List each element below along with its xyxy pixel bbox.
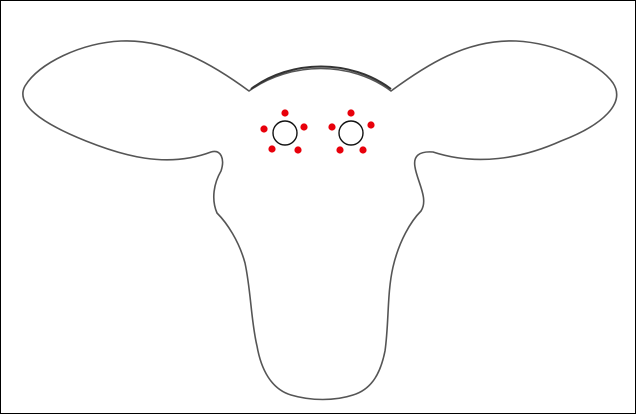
right-eye-marker-bottom-left <box>336 146 343 153</box>
right-eye-marker-bottom-right <box>359 146 366 153</box>
left-eye-marker-bottom-left <box>268 145 275 152</box>
left-eye-marker-right <box>300 123 307 130</box>
right-eye-marker-top <box>347 109 354 116</box>
left-eye <box>260 109 307 153</box>
cow-head-outline <box>23 41 617 400</box>
right-eye-ring <box>339 121 363 145</box>
right-eye-marker-right <box>367 121 374 128</box>
left-eye-marker-top <box>281 109 288 116</box>
left-eye-marker-left <box>260 125 267 132</box>
left-eye-marker-bottom-right <box>294 146 301 153</box>
right-eye <box>328 109 374 153</box>
right-eye-marker-left <box>328 123 335 130</box>
left-eye-ring <box>273 121 297 145</box>
